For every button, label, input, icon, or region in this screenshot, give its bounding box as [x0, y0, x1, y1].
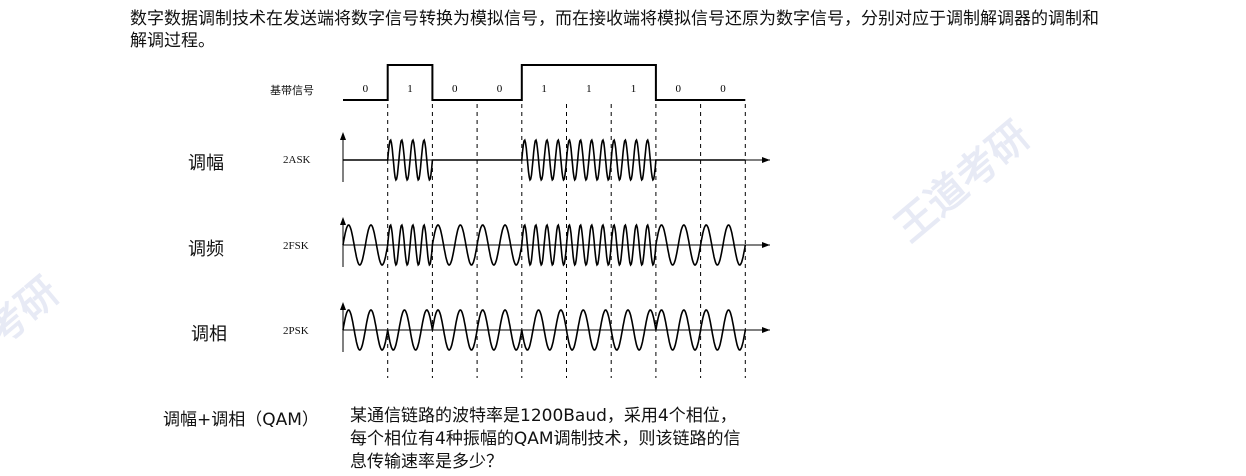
bit-label: 1 — [586, 83, 592, 95]
signal-label-psk: 2PSK — [283, 325, 309, 337]
axis-arrow-icon — [762, 242, 770, 248]
axis-arrow-icon — [340, 132, 346, 140]
row-label-ask: 调幅 — [188, 153, 224, 174]
axis-arrow-icon — [762, 157, 770, 163]
signal-label-fsk: 2FSK — [283, 240, 309, 252]
bit-label: 0 — [363, 83, 369, 95]
bit-label: 0 — [676, 83, 682, 95]
bit-label: 1 — [541, 83, 547, 95]
signal-label-ask: 2ASK — [283, 154, 311, 166]
fsk-waveform — [342, 223, 747, 267]
row-label-fsk: 调频 — [188, 239, 224, 260]
bit-label: 0 — [452, 83, 458, 95]
bit-label: 1 — [407, 83, 413, 95]
row-label-psk: 调相 — [191, 324, 227, 345]
baseband-label: 基带信号 — [270, 85, 314, 97]
ask-waveform — [343, 138, 746, 182]
axis-arrow-icon — [340, 217, 346, 225]
psk-waveform — [342, 309, 747, 351]
baseband-waveform — [343, 64, 746, 101]
bit-label: 0 — [720, 83, 726, 95]
bit-label: 0 — [497, 83, 503, 95]
axis-arrow-icon — [762, 327, 770, 333]
qam-label: 调幅+调相（QAM） — [163, 410, 319, 430]
intro-paragraph: 数字数据调制技术在发送端将数字信号转换为模拟信号，而在接收端将模拟信号还原为数字… — [130, 9, 1099, 51]
bit-label: 1 — [631, 83, 637, 95]
axis-arrow-icon — [340, 302, 346, 310]
question-text: 某通信链路的波特率是1200Baud，采用4个相位，每个相位有4种振幅的QAM调… — [350, 406, 741, 472]
